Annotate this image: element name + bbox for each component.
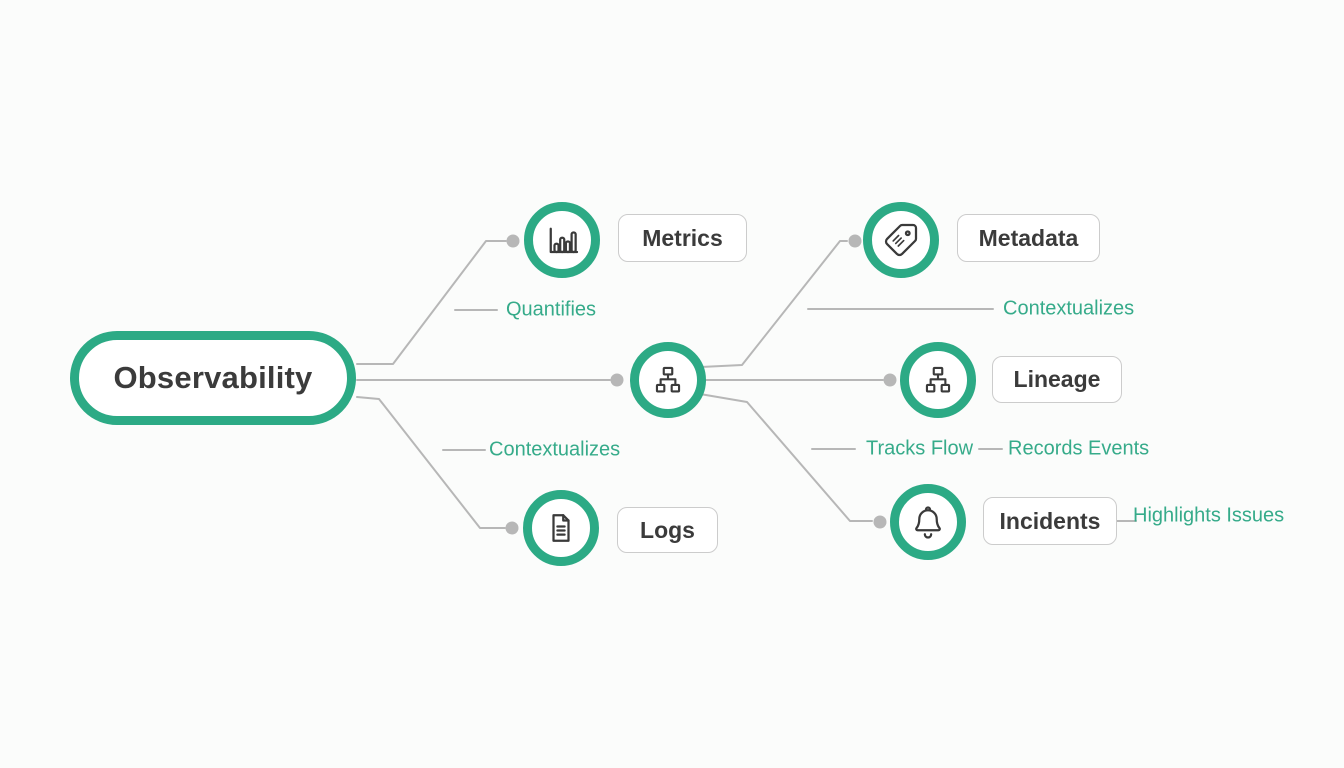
node-metadata-label: Metadata [957, 214, 1100, 262]
edge-label-records-events: Records Events [1008, 437, 1150, 460]
bell-icon [915, 506, 941, 539]
connector-dot-metrics [506, 234, 520, 248]
node-lineage-label: Lineage [992, 356, 1122, 403]
node-metrics-label: Metrics [618, 214, 747, 262]
sitemap-icon [925, 366, 951, 393]
sitemap-icon [655, 366, 681, 393]
edge-label-highlights-issues: Highlights Issues [1133, 504, 1285, 527]
node-lineage-circle [900, 342, 976, 418]
connector-dot-lineage [883, 373, 897, 387]
connector-dot-incidents [873, 515, 887, 529]
node-hub-circle [630, 342, 706, 418]
document-icon [552, 514, 570, 542]
tag-icon [884, 223, 918, 257]
bar-chart-icon [549, 227, 579, 254]
edge-label-contextualizes-left: Contextualizes [489, 438, 621, 461]
connector-hub-metadata [700, 240, 848, 368]
node-metadata-circle [863, 202, 939, 278]
edge-label-contextualizes-right: Contextualizes [1003, 297, 1135, 320]
connector-hub-incidents [699, 393, 873, 522]
node-logs-circle [523, 490, 599, 566]
connector-dot-metadata [848, 234, 862, 248]
connector-dot-logs [505, 521, 519, 535]
node-metrics-circle [524, 202, 600, 278]
edge-label-quantifies: Quantifies [506, 298, 597, 321]
node-logs-label: Logs [617, 507, 718, 553]
edge-label-tracks-flow: Tracks Flow [866, 437, 974, 460]
connector-dot-hub [610, 373, 624, 387]
connector-observability-metrics [356, 240, 507, 365]
node-incidents-label: Incidents [983, 497, 1117, 545]
connector-observability-logs [356, 396, 506, 529]
node-incidents-circle [890, 484, 966, 560]
root-node-observability: Observability [70, 331, 356, 425]
